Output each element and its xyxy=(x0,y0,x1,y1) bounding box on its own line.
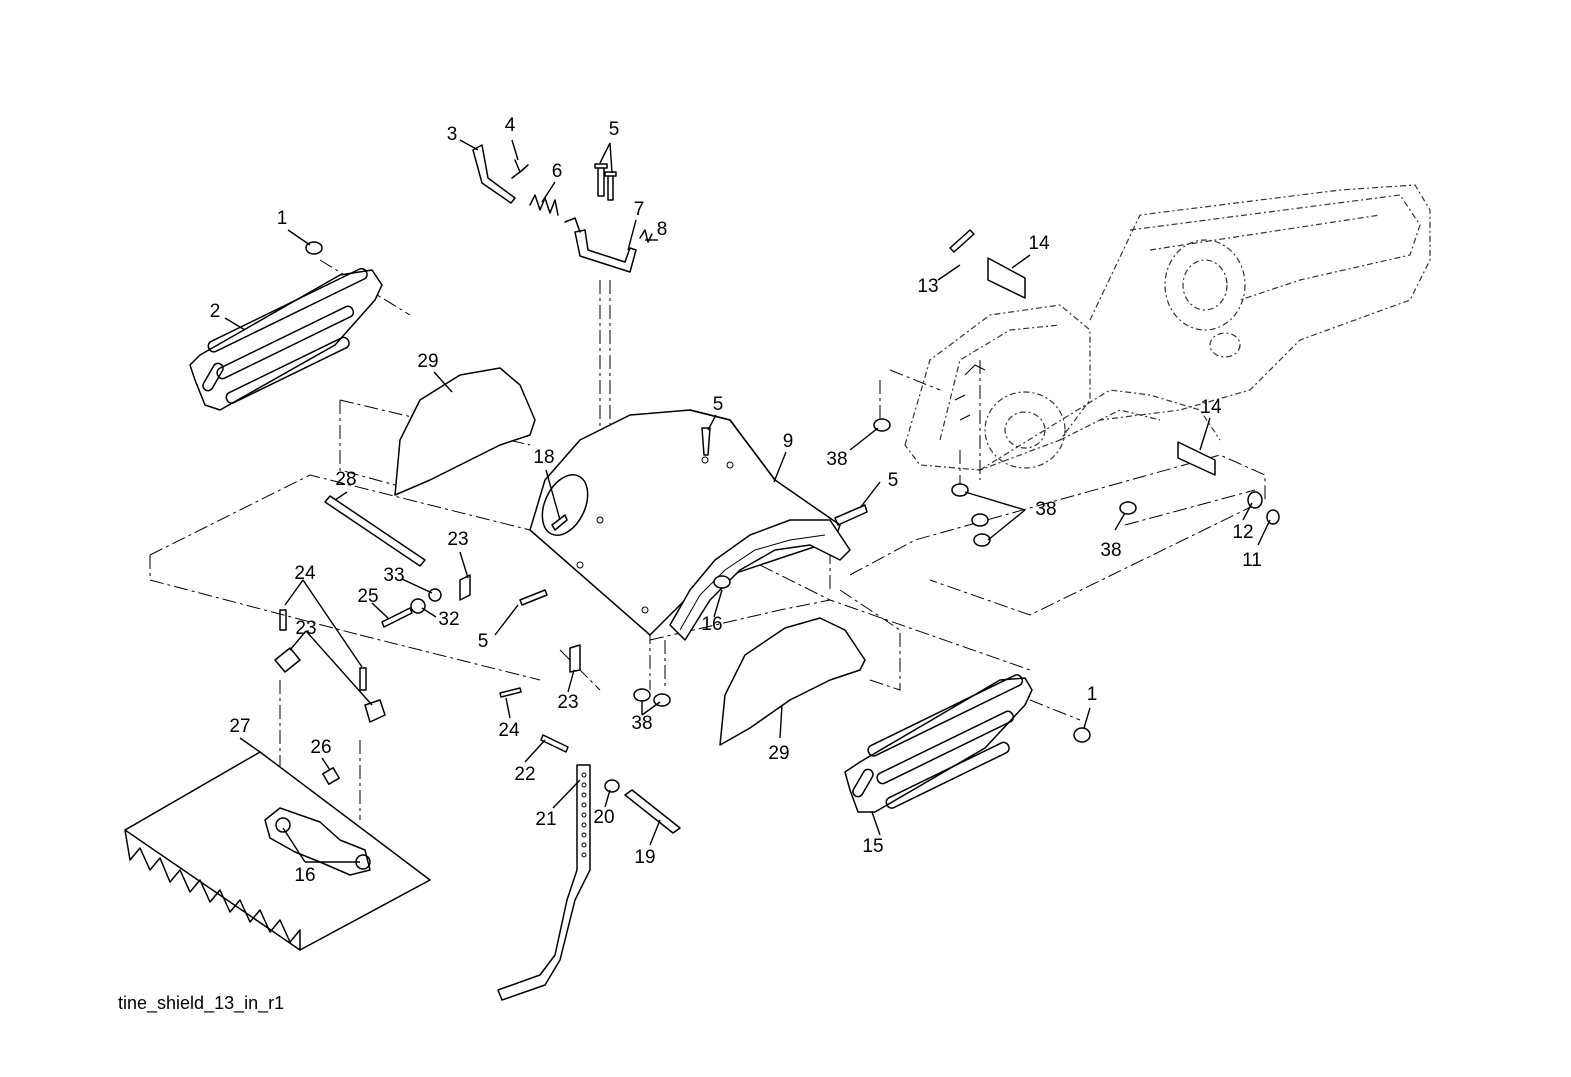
transmission-housing-outline xyxy=(904,184,1431,471)
callout-28: 28 xyxy=(335,469,356,490)
right-side-shield xyxy=(844,674,1033,813)
callout-3: 3 xyxy=(447,124,458,145)
callout-22: 22 xyxy=(514,764,535,785)
rear-deflector-shield xyxy=(124,751,431,951)
callout-19: 19 xyxy=(634,847,655,868)
callout-18: 18 xyxy=(533,447,554,468)
callout-labels: 1 2 3 4 5 6 7 8 29 5 9 18 28 23 24 33 25… xyxy=(210,115,1262,886)
callout-38: 38 xyxy=(1035,499,1056,520)
hardware xyxy=(274,159,1280,793)
callout-23: 23 xyxy=(557,692,578,713)
callout-32: 32 xyxy=(438,609,459,630)
callout-14: 14 xyxy=(1200,397,1222,418)
callout-5: 5 xyxy=(609,119,620,140)
diagram-caption: tine_shield_13_in_r1 xyxy=(118,993,284,1014)
callout-29: 29 xyxy=(417,351,438,372)
callout-24: 24 xyxy=(498,720,520,741)
depth-stake xyxy=(497,764,591,1001)
callout-16: 16 xyxy=(701,614,722,635)
callout-4: 4 xyxy=(505,115,516,136)
callout-15: 15 xyxy=(862,836,883,857)
tine-shield-plate-upper xyxy=(394,367,536,496)
tine-shield-flap xyxy=(669,519,851,641)
callout-16: 16 xyxy=(294,865,315,886)
callout-7: 7 xyxy=(634,199,645,220)
callout-5: 5 xyxy=(478,631,489,652)
callout-1: 1 xyxy=(1087,684,1098,705)
callout-13: 13 xyxy=(917,276,938,297)
leader-lines xyxy=(224,139,1271,863)
callout-21: 21 xyxy=(535,809,556,830)
callout-2: 2 xyxy=(210,301,221,322)
callout-23: 23 xyxy=(295,618,316,639)
callout-38: 38 xyxy=(826,449,847,470)
callout-25: 25 xyxy=(357,586,378,607)
callout-33: 33 xyxy=(383,565,404,586)
callout-38: 38 xyxy=(631,713,652,734)
callout-14: 14 xyxy=(1028,233,1050,254)
callout-11: 11 xyxy=(1242,550,1262,571)
callout-38: 38 xyxy=(1100,540,1121,561)
callout-8: 8 xyxy=(657,219,668,240)
callout-5: 5 xyxy=(888,470,899,491)
left-side-shield xyxy=(189,267,383,411)
rods xyxy=(324,144,681,834)
callout-27: 27 xyxy=(229,716,250,737)
callout-5: 5 xyxy=(713,394,724,415)
callout-1: 1 xyxy=(277,208,288,229)
callout-9: 9 xyxy=(783,431,794,452)
callout-23: 23 xyxy=(447,529,468,550)
callout-26: 26 xyxy=(310,737,331,758)
callout-20: 20 xyxy=(593,807,614,828)
callout-29: 29 xyxy=(768,743,789,764)
callout-24: 24 xyxy=(294,563,316,584)
callout-6: 6 xyxy=(552,161,563,182)
callout-12: 12 xyxy=(1232,522,1253,543)
tine-shield-plate-lower xyxy=(719,617,866,746)
